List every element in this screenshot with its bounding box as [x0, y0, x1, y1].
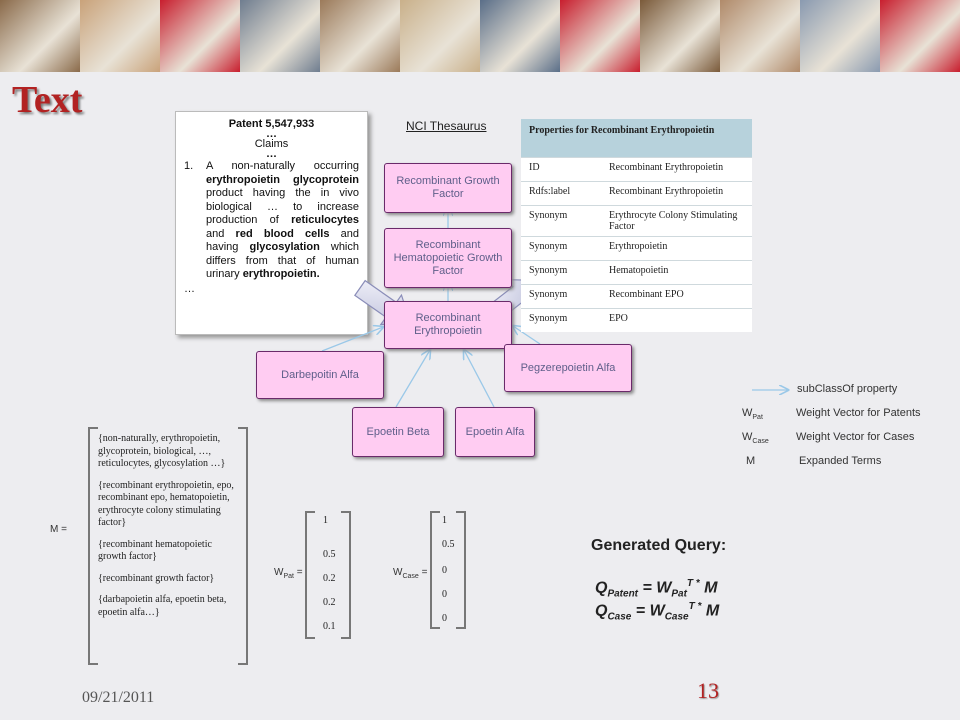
query-case-formula: QCase = WCaseT * M: [595, 601, 720, 623]
wpat-label: WPat =: [274, 567, 303, 580]
legend-m-desc: Expanded Terms: [799, 455, 882, 467]
claims-ellipsis: …: [266, 148, 277, 160]
property-value: Erythropoietin: [601, 236, 752, 261]
property-key: ID: [521, 157, 601, 182]
claims-label: Claims: [254, 138, 289, 150]
legend-wcase-desc: Weight Vector for Cases: [796, 431, 915, 443]
property-value: Recombinant EPO: [601, 284, 752, 309]
banner-photo: [560, 0, 640, 72]
properties-header: Properties for Recombinant Erythropoieti…: [521, 119, 752, 158]
vector-value: 0.5: [442, 539, 455, 550]
banner-photo: [160, 0, 240, 72]
vector-value: 0.1: [323, 621, 336, 632]
property-key: Synonym: [521, 308, 601, 332]
banner-photo: [80, 0, 160, 72]
edge-epoetin-beta-erythropoietin: [395, 350, 430, 408]
banner-photo: [720, 0, 800, 72]
property-key: Synonym: [521, 236, 601, 261]
vector-value: 0.2: [323, 573, 336, 584]
matrix-m-terms: {non-naturally, erythropoietin, glycopro…: [98, 433, 240, 628]
banner-photo: [240, 0, 320, 72]
patent-claim-box: Patent 5,547,933 … Claims … 1. A non-nat…: [175, 111, 368, 335]
node-darbepoitin-alfa: Darbepoitin Alfa: [256, 351, 384, 399]
edge-epoetin-alfa-erythropoietin: [464, 350, 495, 408]
photo-banner: [0, 0, 960, 72]
node-recombinant-erythropoietin: Recombinant Erythropoietin: [384, 301, 512, 349]
wcase-brackets: [430, 511, 466, 629]
node-epoetin-beta: Epoetin Beta: [352, 407, 444, 457]
edge-pegzerepoietin-erythropoietin: [513, 326, 541, 345]
node-pegzerepoietin-alfa: Pegzerepoietin Alfa: [504, 344, 632, 392]
property-key: Rdfs:label: [521, 181, 601, 206]
legend-wpat-symbol: WPat: [742, 407, 763, 422]
matrix-m-term: {darbapoietin alfa, epoetin beta, epoeti…: [98, 594, 227, 618]
property-value: EPO: [601, 308, 752, 332]
edge-darbepoitin-erythropoietin: [321, 327, 383, 352]
vector-value: 0: [442, 613, 447, 624]
slide-title: Text: [12, 79, 83, 121]
vector-value: 0: [442, 589, 447, 600]
property-value: Hematopoietin: [601, 260, 752, 285]
matrix-m-term: {non-naturally, erythropoietin, glycopro…: [98, 433, 226, 469]
patent-trailing-ellipsis: …: [184, 282, 195, 295]
banner-photo: [880, 0, 960, 72]
vector-value: 1: [442, 515, 447, 526]
properties-table: Properties for Recombinant Erythropoieti…: [521, 119, 752, 332]
claim-text: A non-naturally occurring erythropoietin…: [206, 160, 359, 280]
matrix-m-term: {recombinant hematopoietic growth factor…: [98, 538, 212, 563]
matrix-m-brackets: [88, 427, 248, 665]
vector-value: 0.2: [323, 597, 336, 608]
slide-date: 09/21/2011: [82, 689, 155, 706]
slide-number: 13: [697, 678, 719, 703]
claim-number: 1.: [184, 160, 194, 172]
property-key: Synonym: [521, 284, 601, 309]
property-key: Synonym: [521, 260, 601, 285]
patent-ellipsis: …: [266, 128, 277, 140]
legend-m-symbol: M: [746, 455, 756, 467]
legend-wpat-desc: Weight Vector for Patents: [796, 407, 921, 419]
legend-wcase-symbol: WCase: [742, 431, 769, 446]
vector-value: 0.5: [323, 549, 336, 560]
node-epoetin-alfa: Epoetin Alfa: [455, 407, 535, 457]
banner-photo: [320, 0, 400, 72]
wcase-label: WCase =: [393, 567, 428, 580]
banner-photo: [0, 0, 80, 72]
legend-subclass-text: subClassOf property: [797, 383, 898, 395]
query-patent-formula: QPatent = WPatT * M: [595, 578, 718, 600]
vector-value: 1: [323, 515, 328, 526]
matrix-m-label: M =: [50, 524, 67, 535]
vector-value: 0: [442, 565, 447, 576]
node-recombinant-hematopoietic-growth-factor: Recombinant Hematopoietic Growth Factor: [384, 228, 512, 288]
banner-photo: [800, 0, 880, 72]
wpat-brackets: [305, 511, 351, 639]
property-value: Erythrocyte Colony Stimulating Factor: [601, 205, 752, 237]
banner-photo: [480, 0, 560, 72]
banner-photo: [640, 0, 720, 72]
property-value: Recombinant Erythropoietin: [601, 157, 752, 182]
patent-number: Patent 5,547,933: [228, 118, 315, 130]
matrix-m-term: {recombinant erythropoietin, epo, recomb…: [98, 479, 234, 529]
property-value: Recombinant Erythropoietin: [601, 181, 752, 206]
node-recombinant-growth-factor: Recombinant Growth Factor: [384, 163, 512, 213]
banner-photo: [400, 0, 480, 72]
matrix-m-term: {recombinant growth factor}: [98, 572, 215, 584]
property-key: Synonym: [521, 205, 601, 237]
generated-query-title: Generated Query:: [591, 537, 727, 554]
nci-thesaurus-label: NCI Thesaurus: [406, 119, 487, 133]
